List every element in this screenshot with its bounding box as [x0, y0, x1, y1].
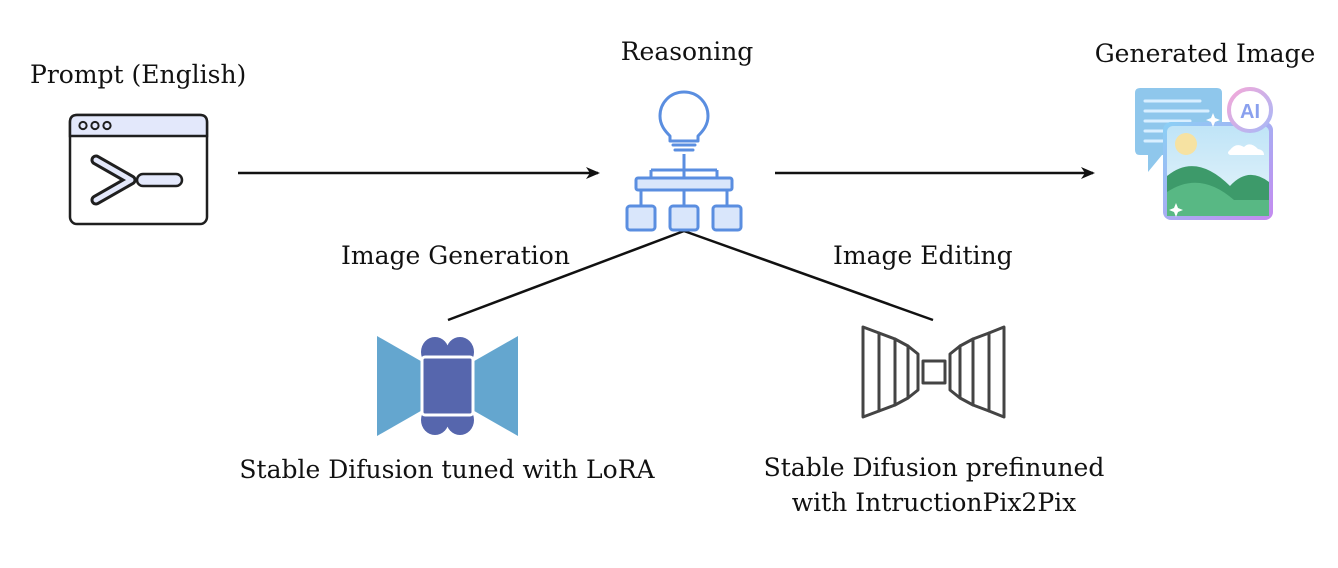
unet-blue-icon: [377, 336, 518, 436]
ai-image-icon: AI: [1135, 87, 1273, 220]
lightbulb-hierarchy-icon: [625, 90, 743, 232]
lora-model-label: Stable Difusion tuned with LoRA: [239, 455, 655, 484]
reasoning-label: Reasoning: [620, 37, 754, 66]
image-editing-label: Image Editing: [833, 241, 1013, 270]
pix2pix-model-label: Stable Difusion prefinuned with Intructi…: [763, 453, 1105, 517]
terminal-window-icon: [68, 113, 209, 226]
edge-image-editing: [683, 229, 934, 322]
edge-image-generation: [447, 229, 685, 322]
unet-outline-icon: [861, 325, 1006, 419]
image-generation-label: Image Generation: [341, 241, 570, 270]
generated-image-label: Generated Image: [1094, 39, 1316, 68]
svg-text:AI: AI: [1240, 101, 1260, 123]
prompt-label: Prompt (English): [30, 60, 247, 89]
